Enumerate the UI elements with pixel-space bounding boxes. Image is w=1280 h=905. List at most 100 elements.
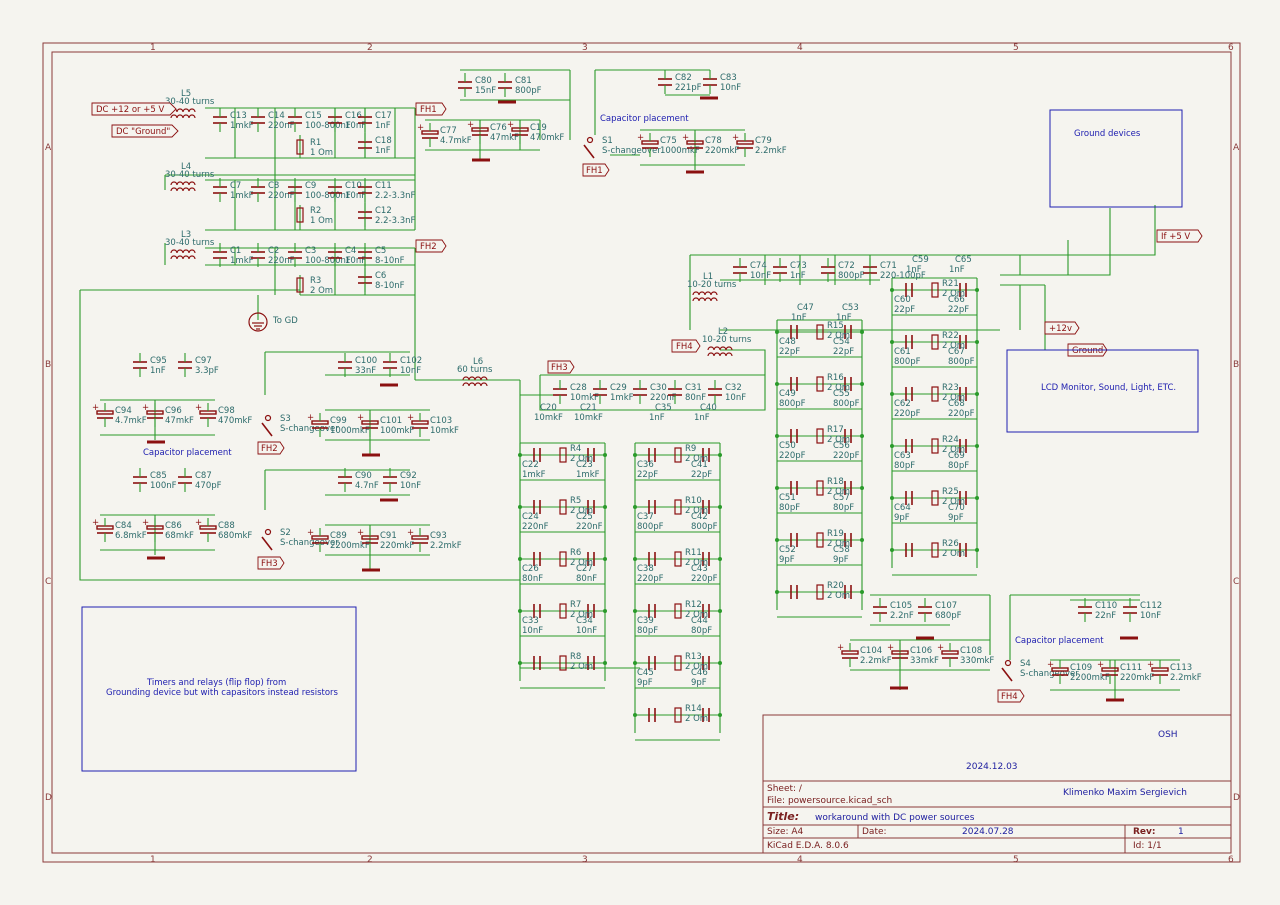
timers-box[interactable] [81, 606, 357, 772]
port-fh4-sw[interactable]: FH4 [997, 689, 1025, 703]
port-fh2-sw[interactable]: FH2 [257, 441, 285, 455]
component-c5[interactable]: C58-10nF [358, 243, 405, 267]
component-s3[interactable]: S3S-changeover [261, 414, 339, 437]
port-fh2-top[interactable]: FH2 [415, 239, 447, 253]
port-fh3-sw[interactable]: FH3 [257, 556, 285, 570]
component-r1[interactable]: R11 Om [296, 138, 333, 158]
component-s2[interactable]: S2S-changeover [261, 528, 339, 551]
component-r2[interactable]: R21 Om [296, 206, 333, 226]
port-fh1-sw[interactable]: FH1 [582, 163, 610, 177]
port-dc-in[interactable]: DC +12 or +5 V [91, 102, 177, 116]
component-r3[interactable]: R32 Om [296, 276, 333, 296]
component-s4[interactable]: S4S-changeover [1001, 659, 1079, 682]
port-fh4-mid[interactable]: FH4 [671, 339, 701, 353]
ground-devices-box[interactable] [1049, 109, 1183, 208]
lcd-box[interactable] [1006, 349, 1199, 433]
port-fh3-mid[interactable]: FH3 [547, 360, 575, 374]
port-plus12v[interactable]: +12v [1044, 321, 1080, 335]
component-s1[interactable]: S1S-changeover [583, 136, 661, 159]
